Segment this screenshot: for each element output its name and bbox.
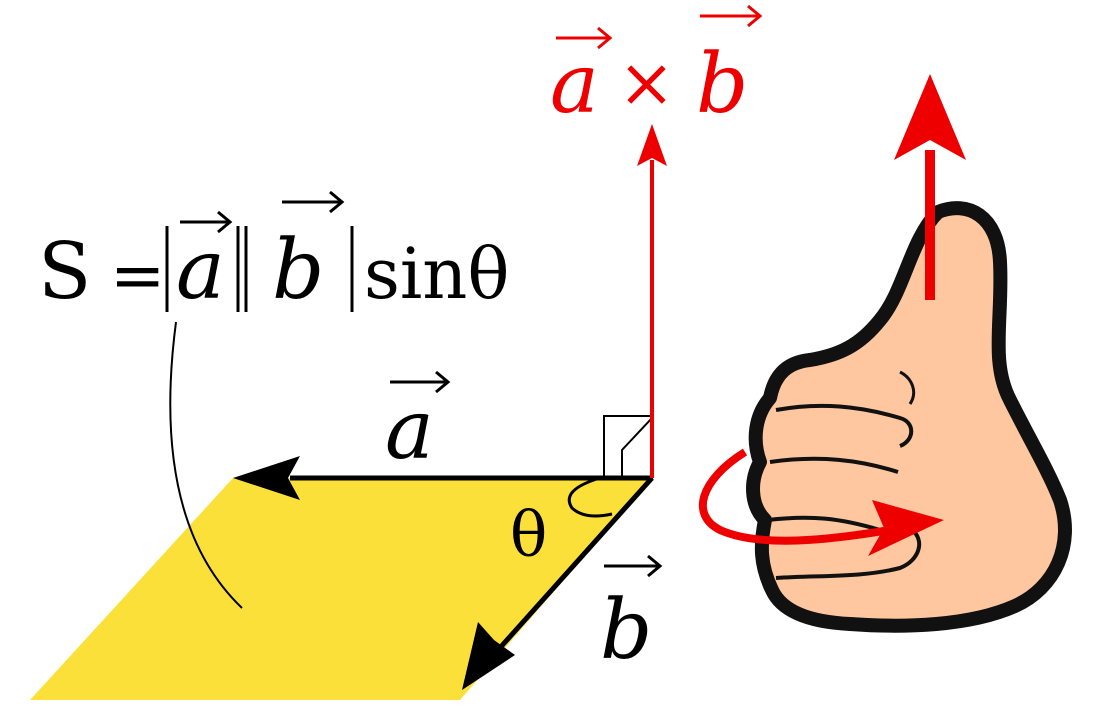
- vector-arrow-icon: [282, 190, 345, 214]
- formula-vec-a: a: [176, 223, 225, 318]
- vector-arrow-icon: [604, 554, 663, 578]
- thumb-direction-arrow: [894, 74, 966, 300]
- cross-product-arrow: [637, 124, 667, 478]
- finger-crease: [769, 456, 899, 474]
- cross-label-b: b: [696, 37, 749, 132]
- hand-outline: [746, 201, 1072, 633]
- angle-arc: [567, 476, 613, 518]
- formula-lhs: S: [38, 227, 91, 317]
- area-pointer-line: [169, 321, 243, 609]
- area-formula: S = a b sinθ: [38, 190, 510, 318]
- vector-arrow-icon: [390, 370, 451, 394]
- label-vector-a: a: [385, 370, 451, 478]
- vector-b-arrow: [462, 476, 654, 690]
- finger-crease: [775, 528, 922, 580]
- vector-arrow-icon: [556, 26, 613, 50]
- vector-a-arrow: [233, 456, 652, 500]
- cross-label-times: ×: [618, 44, 675, 123]
- label-theta: θ: [510, 498, 547, 571]
- vector-arrow-icon: [180, 210, 233, 234]
- thumbs-up-hand-icon: [746, 201, 1072, 633]
- finger-crease: [775, 403, 914, 448]
- label-cross-product: a × b: [550, 4, 763, 132]
- vector-arrow-icon: [700, 4, 763, 28]
- finger-crease: [767, 515, 881, 532]
- parallelogram-area: [30, 478, 652, 700]
- label-vector-b: b: [600, 554, 663, 678]
- cross-label-a: a: [550, 37, 599, 132]
- knuckle-line: [899, 370, 916, 405]
- right-angle-marker-icon: [603, 415, 653, 479]
- formula-vec-b: b: [272, 223, 325, 318]
- curved-arrow-icon: [698, 448, 944, 556]
- label-b-text: b: [600, 583, 653, 678]
- formula-equals: =: [110, 237, 165, 314]
- formula-sin-theta: sinθ: [364, 233, 510, 315]
- label-a-text: a: [385, 383, 434, 478]
